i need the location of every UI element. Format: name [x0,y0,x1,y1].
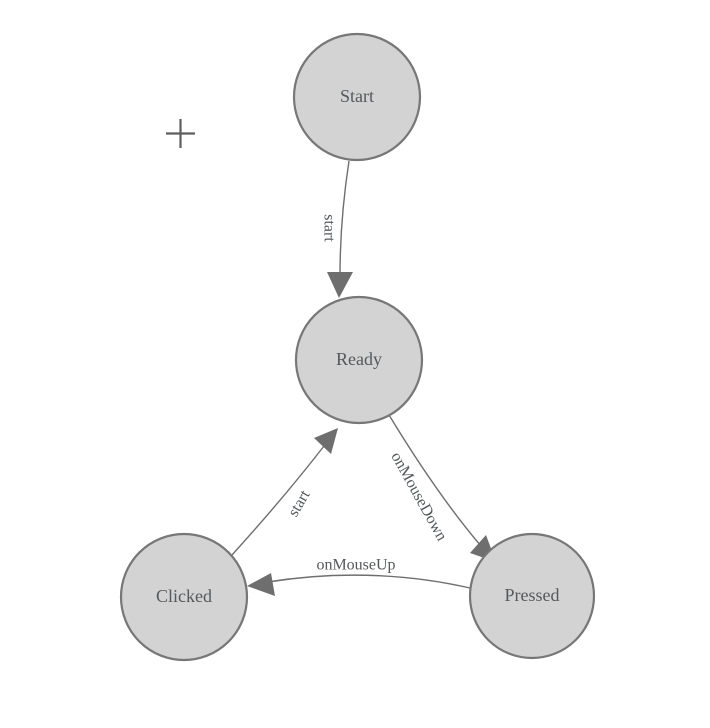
node-clicked[interactable]: Clicked [119,532,249,662]
edge-ready-to-pressed-label: onMouseDown [387,449,450,544]
edge-pressed-to-clicked-path [267,574,471,589]
edge-pressed-to-clicked[interactable]: onMouseUp [247,557,471,596]
node-clicked-circle[interactable] [119,532,249,662]
node-pressed-label: Pressed [505,585,560,605]
edge-clicked-to-ready-arrowhead [314,428,338,454]
node-ready-circle[interactable] [294,295,424,425]
node-ready-label: Ready [336,349,382,369]
node-clicked-label: Clicked [156,586,212,606]
edge-start-to-ready-arrowhead [327,272,353,298]
edge-clicked-to-ready-path [231,445,325,556]
edge-clicked-to-ready[interactable]: start [231,428,338,556]
node-start-label: Start [340,86,374,106]
node-ready[interactable]: Ready [294,295,424,425]
edge-ready-to-pressed-path [388,414,482,547]
edge-start-to-ready-label: start [320,214,337,242]
edge-start-to-ready-path [339,160,350,277]
edge-pressed-to-clicked-label: onMouseUp [316,557,395,574]
node-start[interactable]: Start [292,32,422,162]
plus-crosshair-icon[interactable] [166,119,195,148]
node-pressed-circle[interactable] [468,532,596,660]
edge-pressed-to-clicked-arrowhead [247,573,275,596]
node-start-circle[interactable] [292,32,422,162]
edge-ready-to-pressed[interactable]: onMouseDown [387,414,496,562]
edge-start-to-ready[interactable]: start [320,160,353,298]
node-pressed[interactable]: Pressed [468,532,596,660]
edge-clicked-to-ready-label: start [285,487,314,520]
